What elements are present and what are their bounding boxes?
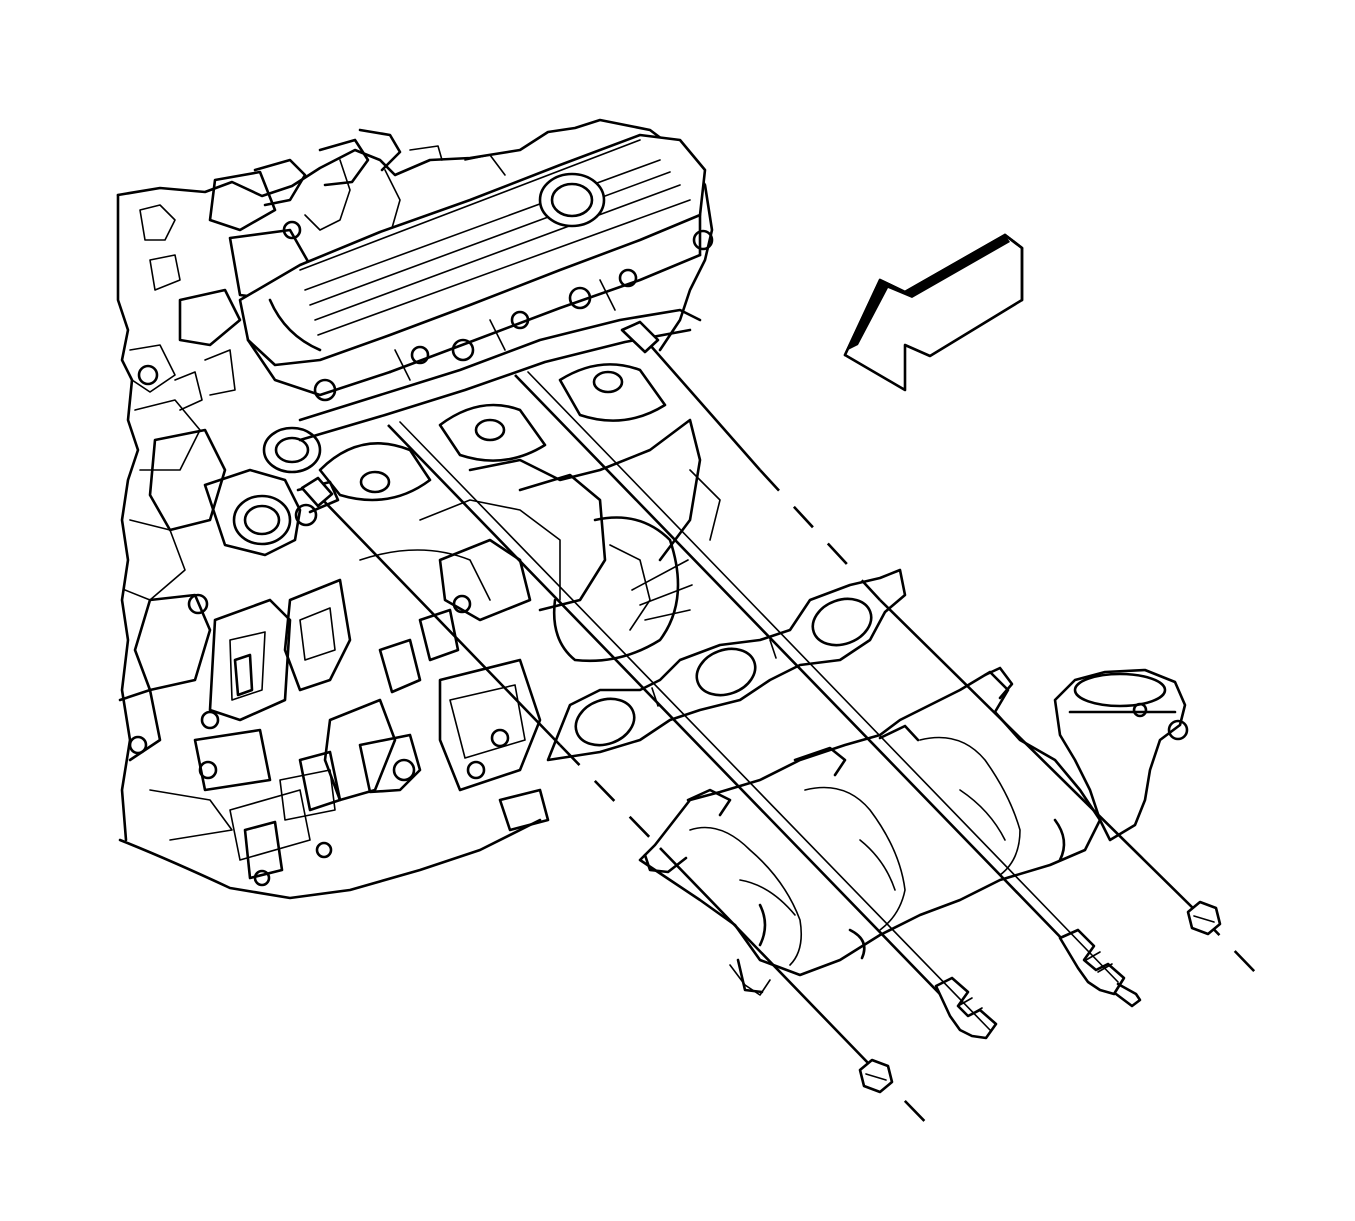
exhaust-manifold — [638, 666, 1189, 996]
arrow-icon — [843, 233, 1024, 392]
manifold-studs — [300, 320, 1256, 1136]
engine-block — [116, 118, 721, 900]
exhaust-manifold-gasket — [546, 568, 907, 762]
stud-guide-lines — [399, 371, 1119, 1031]
nut-icon — [1186, 900, 1222, 936]
nut-icon — [858, 1058, 894, 1094]
cylinder-head-cover — [238, 133, 707, 397]
manifold-nuts — [858, 900, 1222, 1094]
